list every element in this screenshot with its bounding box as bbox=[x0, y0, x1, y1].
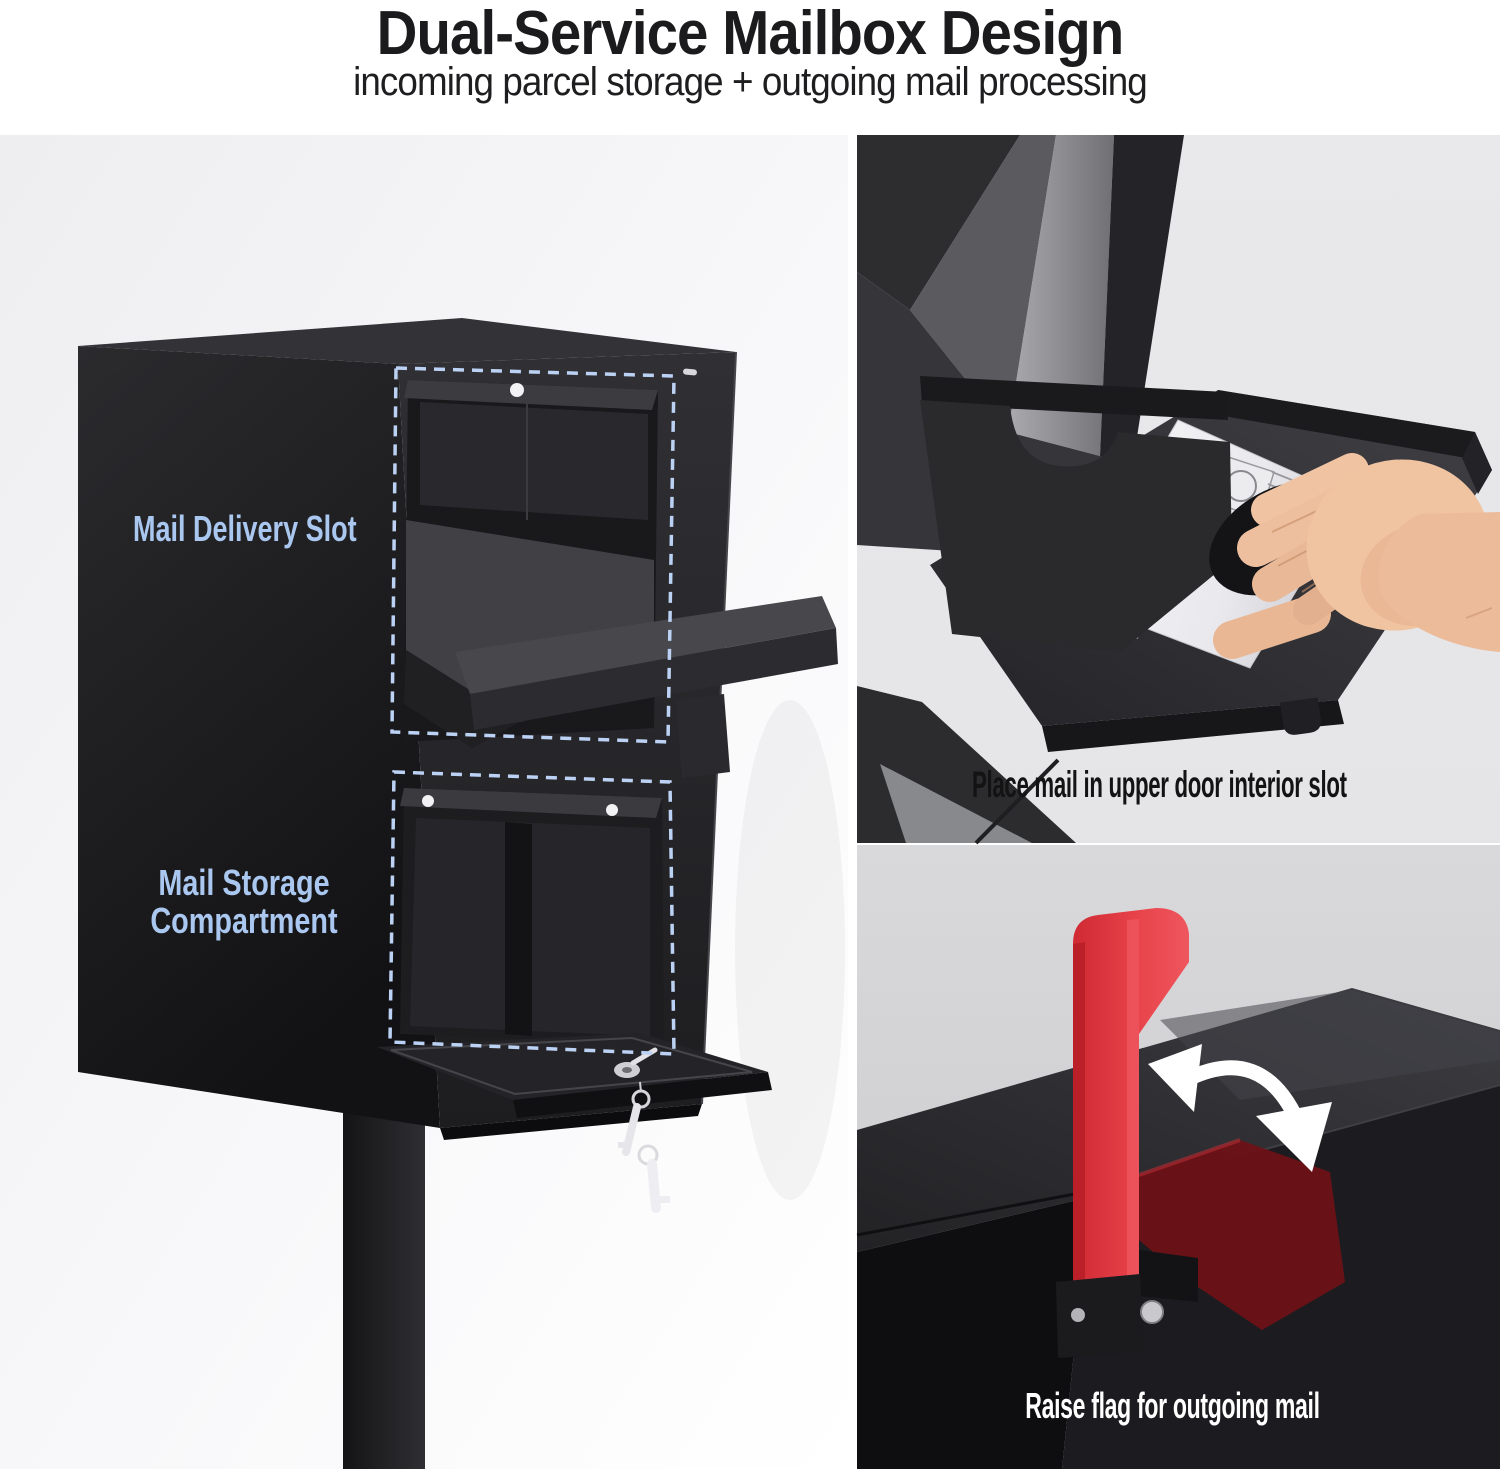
lid-screw bbox=[683, 368, 697, 376]
mailbox-post bbox=[343, 1092, 425, 1469]
lower-divider-shadow bbox=[505, 822, 532, 1036]
caption-raise-flag: Raise flag for outgoing mail bbox=[1025, 1385, 1320, 1426]
corner-seam-line bbox=[974, 758, 1060, 845]
mailbox-side-face bbox=[78, 346, 440, 1128]
flag-bracket bbox=[1056, 1274, 1144, 1358]
lower-screw-left bbox=[422, 795, 434, 807]
index-finger bbox=[1251, 453, 1369, 527]
lid-seam bbox=[856, 1191, 1081, 1237]
tray-back-rim bbox=[1212, 390, 1475, 458]
hand bbox=[1209, 453, 1500, 659]
label-mail-storage-compartment: Mail Storage Compartment bbox=[150, 862, 338, 941]
lower-screw-right bbox=[606, 804, 618, 816]
upper-screw bbox=[510, 383, 524, 397]
rotate-arrow-icon bbox=[1148, 1044, 1332, 1172]
hood-outer-panel bbox=[857, 135, 1020, 310]
bracket-screw bbox=[1071, 1308, 1085, 1322]
mailbox-roof bbox=[78, 318, 736, 364]
upper-frame-strip bbox=[404, 380, 658, 410]
bottom-right-photo-panel bbox=[856, 845, 1500, 1469]
flag-arm-shadow bbox=[1139, 1250, 1198, 1302]
door-lock-keyhole bbox=[622, 1067, 632, 1073]
page-subtitle: incoming parcel storage + outgoing mail … bbox=[353, 60, 1148, 104]
mail-slot-opening bbox=[920, 376, 1228, 420]
tray-right-rim bbox=[1462, 432, 1492, 494]
mailbox-front-face-closeup bbox=[857, 1197, 1090, 1469]
slot-holder-front-wall bbox=[920, 400, 1232, 652]
hood-inner-panel bbox=[910, 135, 1056, 432]
tray-lip-handle bbox=[1280, 697, 1321, 735]
left-photo-panel bbox=[0, 135, 848, 1469]
tray-front-edge bbox=[1042, 700, 1344, 752]
top-right-photo-panel bbox=[857, 135, 1500, 845]
soft-shadow bbox=[735, 700, 845, 1200]
lower-frame-strip bbox=[400, 788, 662, 818]
keys bbox=[618, 1081, 670, 1213]
page-title: Dual-Service Mailbox Design bbox=[376, 0, 1125, 68]
wrist-crease bbox=[1465, 607, 1493, 619]
mailbox-flag-raised bbox=[1073, 908, 1189, 1348]
hood-edge-highlight bbox=[1008, 135, 1114, 456]
flag-down-ghost bbox=[1139, 1140, 1345, 1330]
lower-door-dashed-outline bbox=[388, 770, 676, 1056]
upper-back-wall bbox=[420, 402, 648, 520]
flag-pivot-screw bbox=[1140, 1300, 1164, 1324]
flag-left-edge bbox=[1073, 942, 1085, 1348]
label-mail-delivery-slot: Mail Delivery Slot bbox=[133, 508, 357, 549]
tray-support-arm bbox=[676, 694, 730, 778]
storage-door-rim bbox=[390, 1036, 753, 1096]
flag-right-highlight bbox=[1127, 919, 1139, 1348]
delivery-tray-front bbox=[470, 628, 838, 730]
storage-door-edge bbox=[513, 1072, 772, 1118]
caption-place-mail: Place mail in upper door interior slot bbox=[972, 764, 1347, 805]
delivery-tray-top bbox=[455, 596, 836, 694]
ghost-flag-edge bbox=[1138, 1138, 1241, 1177]
